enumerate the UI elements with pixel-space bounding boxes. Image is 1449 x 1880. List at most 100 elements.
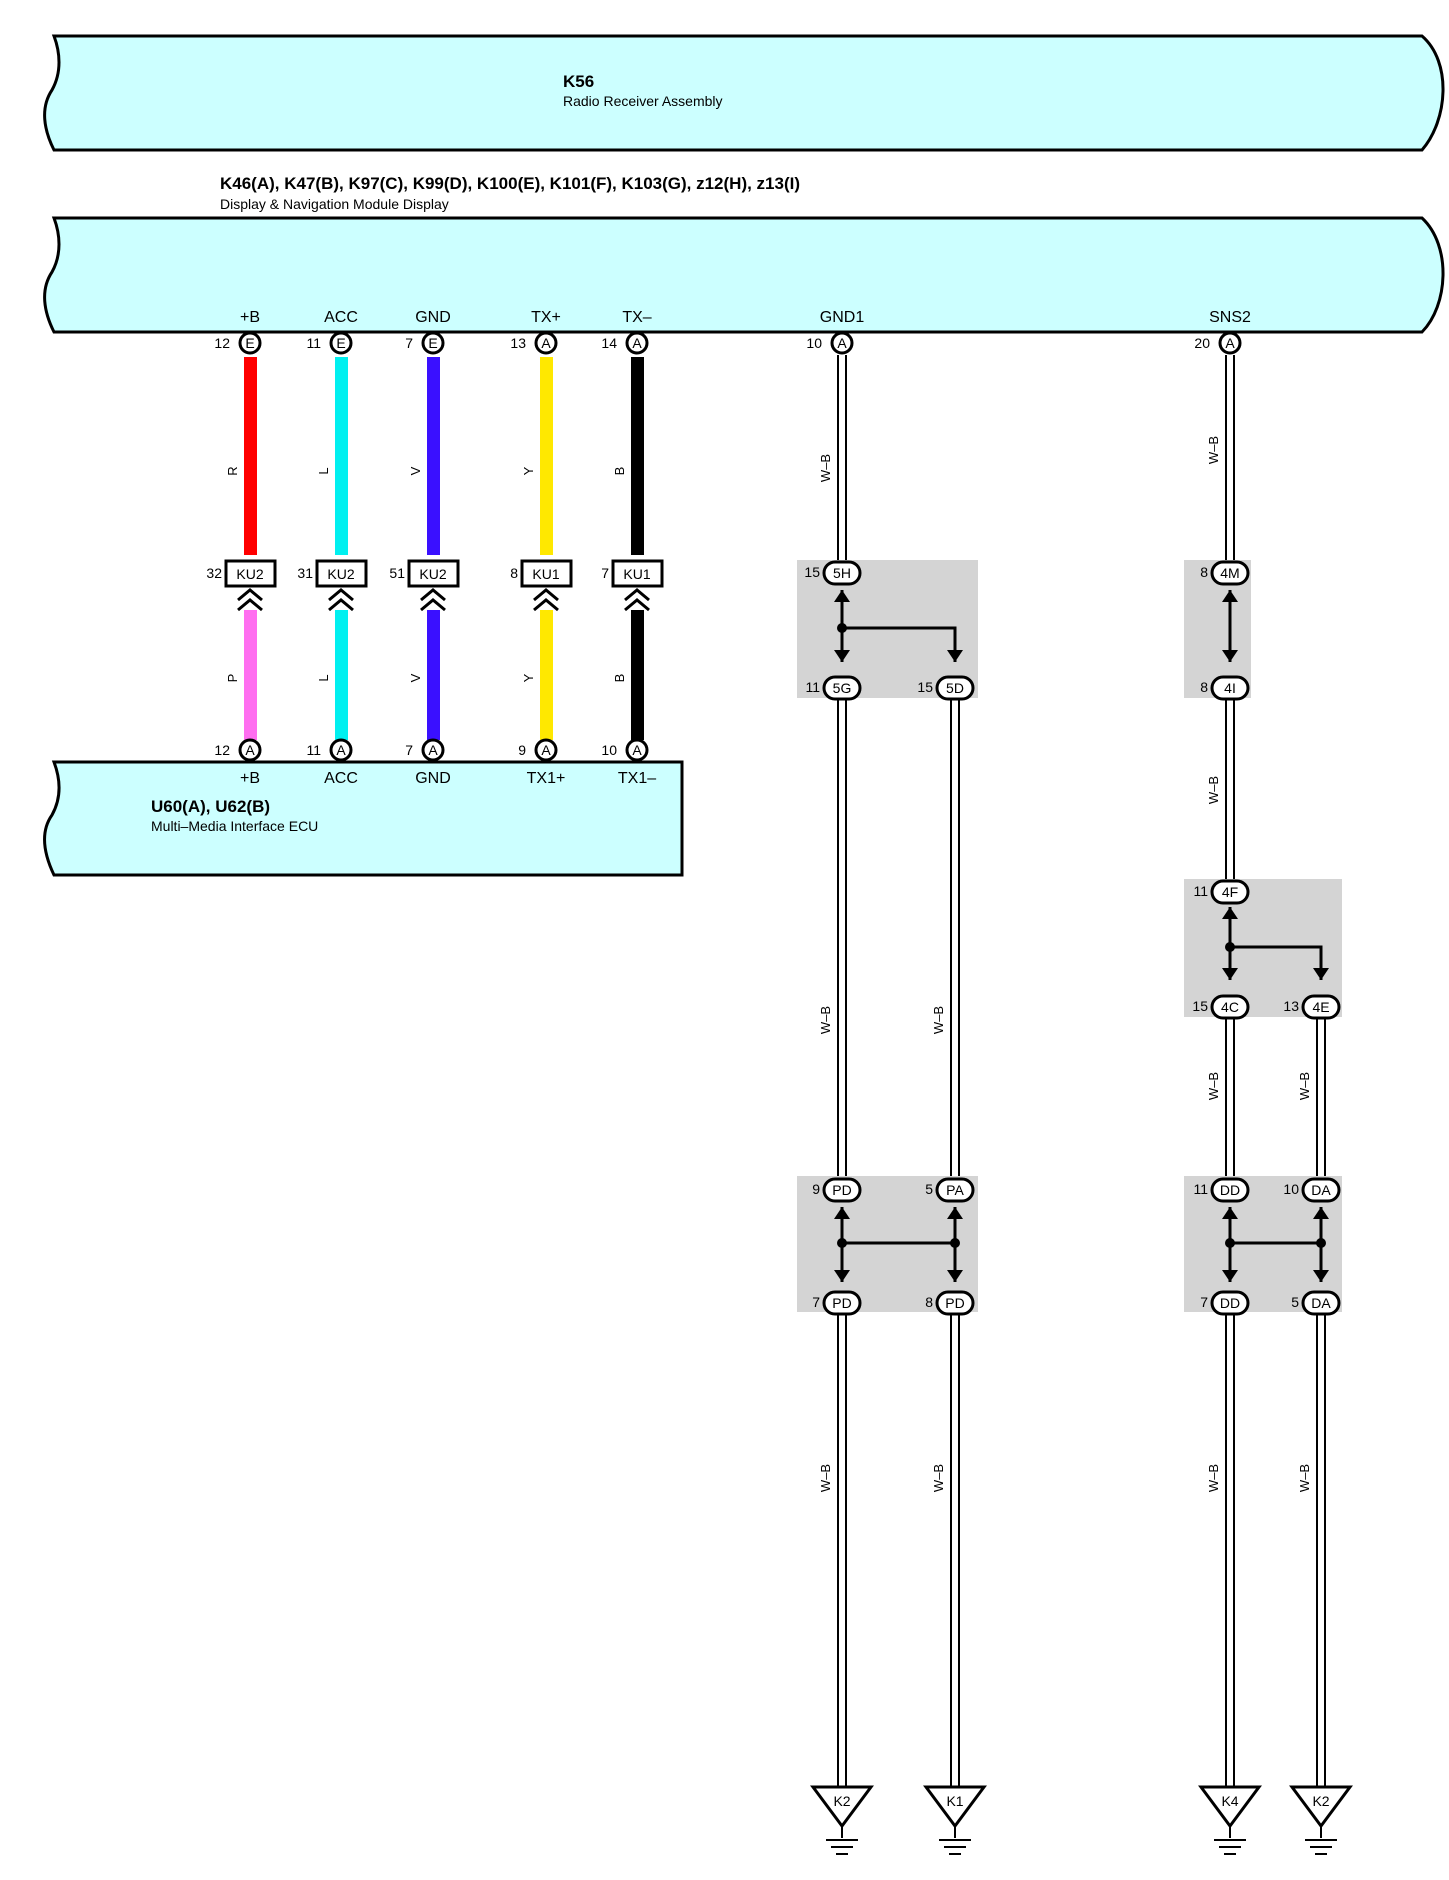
svg-text:PD: PD [832,1295,851,1311]
svg-text:W–B: W–B [1206,436,1221,464]
svg-text:DA: DA [1311,1295,1331,1311]
svg-text:7: 7 [405,335,413,351]
wire-gnd1-branch-a [950,697,960,1176]
svg-text:8: 8 [510,565,518,581]
svg-text:W–B: W–B [931,1464,946,1492]
wire-lower-5 [631,610,644,740]
svg-text:4E: 4E [1312,999,1329,1015]
svg-text:KU2: KU2 [419,566,446,582]
junction-arrows [834,590,1329,1282]
wire-lower-3 [427,610,440,740]
svg-text:12: 12 [214,335,230,351]
signal-wires-upper [244,357,644,555]
wire-gnd1-a [837,355,847,560]
svg-text:A: A [837,335,847,351]
svg-text:K1: K1 [946,1793,963,1809]
wire-gnd1-c [837,1312,847,1787]
display-term-label-2: ACC [324,309,358,326]
module-display [43,216,1445,334]
display-term-label-7: SNS2 [1209,309,1251,326]
svg-text:W–B: W–B [931,1006,946,1034]
wire-color-upper-1: R [225,466,240,475]
svg-text:15: 15 [917,679,933,695]
svg-text:4M: 4M [1220,565,1239,581]
display-term-label-4: TX+ [531,309,561,326]
wire-sns2-d [1225,1312,1235,1787]
svg-text:A: A [541,335,551,351]
wire-gnd1-branch-b [950,1312,960,1787]
svg-text:5: 5 [1291,1294,1299,1310]
svg-text:A: A [541,742,551,758]
svg-text:PD: PD [945,1295,964,1311]
svg-text:K2: K2 [1312,1793,1329,1809]
svg-text:15: 15 [804,564,820,580]
wire-color-upper-4: Y [521,466,536,475]
ground-icon: K2 [1289,1785,1353,1855]
mmi-code: U60(A), U62(B) [151,797,270,816]
wire-color-upper-5: B [612,467,627,476]
svg-text:9: 9 [812,1181,820,1197]
svg-text:+B: +B [240,770,260,787]
display-term-label-3: GND [415,309,451,326]
svg-text:TX1–: TX1– [618,770,656,787]
junction-blocks [797,560,1342,1312]
junction-da-5: 5 DA [1291,1290,1341,1316]
svg-text:K2: K2 [833,1793,850,1809]
inline-connectors: 32 KU2 31 KU2 51 KU2 8 KU1 7 KU1 [206,559,664,612]
svg-text:9: 9 [518,742,526,758]
svg-text:7: 7 [405,742,413,758]
svg-text:W–B: W–B [1206,776,1221,804]
module-k56: K56 Radio Receiver Assembly [43,34,1445,152]
svg-text:W–B: W–B [818,1464,833,1492]
svg-text:W–B: W–B [1206,1072,1221,1100]
junction-dd-11: 11 DD [1193,1177,1250,1203]
svg-text:4I: 4I [1224,680,1236,696]
svg-text:K4: K4 [1221,1793,1238,1809]
wire-color-lower-2: L [316,674,331,681]
wire-color-lower-5: B [612,674,627,683]
junction-dots [837,623,1326,1248]
display-term-label-5: TX– [622,309,651,326]
wire-color-lower-4: Y [521,673,536,682]
svg-text:KU2: KU2 [236,566,263,582]
svg-text:14: 14 [601,335,617,351]
wire-color-upper-2: L [316,467,331,474]
wire-upper-4 [540,357,553,555]
svg-text:5: 5 [925,1181,933,1197]
wire-upper-5 [631,357,644,555]
inline-connector-1: 32 KU2 [206,559,277,612]
display-code: K46(A), K47(B), K97(C), K99(D), K100(E),… [220,174,800,193]
svg-text:W–B: W–B [818,454,833,482]
wire-lower-4 [540,610,553,740]
svg-text:A: A [428,742,438,758]
svg-text:TX1+: TX1+ [527,770,566,787]
k56-code: K56 [563,72,594,91]
ground-icon: K4 [1198,1785,1262,1855]
svg-text:DD: DD [1220,1182,1240,1198]
wire-lower-2 [335,610,348,740]
wire-color-lower-1: P [225,674,240,683]
svg-text:4C: 4C [1221,999,1239,1015]
svg-text:11: 11 [1193,1181,1208,1197]
svg-text:E: E [245,335,254,351]
svg-text:KU1: KU1 [532,566,559,582]
mmi-name: Multi–Media Interface ECU [151,818,318,834]
module-mmi: U60(A), U62(B) Multi–Media Interface ECU [43,760,684,877]
ground-icon: K2 [810,1785,874,1855]
svg-text:W–B: W–B [818,1006,833,1034]
